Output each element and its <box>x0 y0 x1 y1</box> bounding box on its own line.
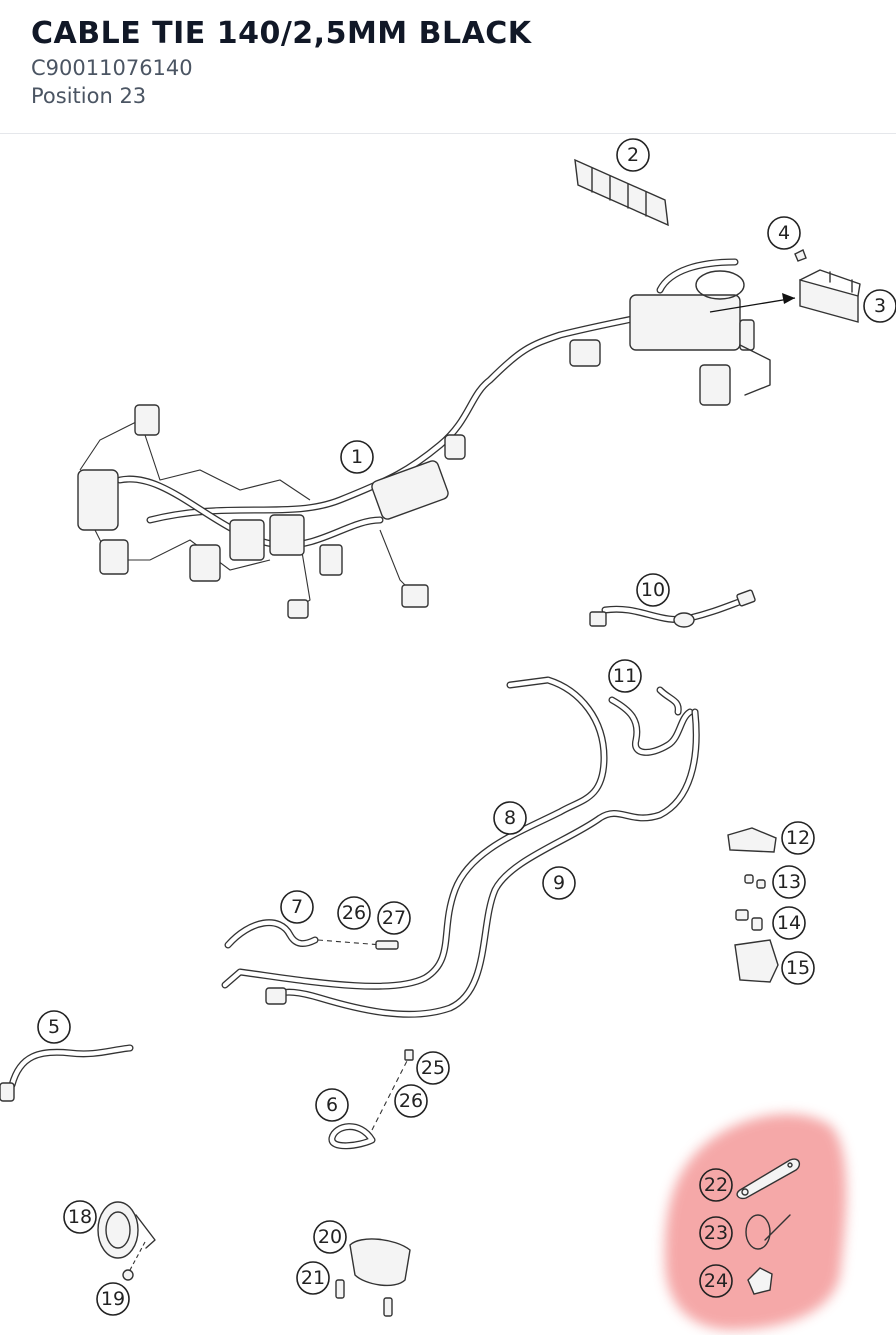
sensor-lead-part[interactable] <box>589 589 756 628</box>
svg-text:18: 18 <box>68 1206 92 1228</box>
svg-text:20: 20 <box>318 1226 342 1248</box>
callout-21[interactable]: 21 <box>296 1261 330 1295</box>
callout-18[interactable]: 18 <box>63 1200 97 1234</box>
svg-text:26: 26 <box>342 902 366 924</box>
cover-20-part[interactable] <box>349 1238 411 1287</box>
small-clip-part[interactable] <box>794 249 807 262</box>
callout-2[interactable]: 2 <box>616 138 650 172</box>
horn-bolt-part[interactable] <box>122 1241 146 1281</box>
callout-11[interactable]: 11 <box>608 659 642 693</box>
callout-3[interactable]: 3 <box>863 289 896 323</box>
callout-20[interactable]: 20 <box>313 1220 347 1254</box>
ignition-lead-part[interactable] <box>0 1044 134 1102</box>
long-cable-9-part[interactable] <box>265 708 700 1018</box>
exploded-parts-diagram: 1 2 3 4 5 6 7 8 9 10 11 12 13 14 15 18 1… <box>0 138 896 1330</box>
svg-text:6: 6 <box>326 1094 338 1116</box>
svg-text:27: 27 <box>382 907 406 929</box>
position-label: Position 23 <box>31 84 147 108</box>
main-wiring-harness[interactable] <box>77 258 796 619</box>
connector-housing-12-part[interactable] <box>727 827 777 853</box>
page-title: CABLE TIE 140/2,5MM BLACK <box>31 16 532 51</box>
callout-27[interactable]: 27 <box>377 901 411 935</box>
svg-text:3: 3 <box>874 295 886 317</box>
screw-21-part[interactable] <box>335 1279 393 1317</box>
callout-24[interactable]: 24 <box>699 1264 733 1298</box>
svg-text:2: 2 <box>627 144 639 166</box>
callout-5[interactable]: 5 <box>37 1010 71 1044</box>
svg-text:5: 5 <box>48 1016 60 1038</box>
svg-text:26: 26 <box>399 1090 423 1112</box>
callout-25[interactable]: 25 <box>416 1051 450 1085</box>
callout-10[interactable]: 10 <box>636 573 670 607</box>
svg-text:8: 8 <box>504 807 516 829</box>
callout-7[interactable]: 7 <box>280 890 314 924</box>
terminal-13-part[interactable] <box>744 874 766 889</box>
svg-text:25: 25 <box>421 1057 445 1079</box>
battery-cable-short-part[interactable] <box>608 686 694 756</box>
callout-4[interactable]: 4 <box>767 216 801 250</box>
svg-text:23: 23 <box>704 1222 728 1244</box>
callout-26-upper[interactable]: 26 <box>337 896 371 930</box>
cable-strap-22-part[interactable] <box>736 1158 801 1200</box>
callout-23-selected[interactable]: 23 <box>699 1216 733 1250</box>
callout-12[interactable]: 12 <box>781 821 815 855</box>
callout-22[interactable]: 22 <box>699 1168 733 1202</box>
svg-text:19: 19 <box>101 1288 125 1310</box>
ground-lead-part[interactable] <box>224 919 399 950</box>
cable-holder-24-part[interactable] <box>747 1267 773 1295</box>
svg-text:22: 22 <box>704 1174 728 1196</box>
svg-text:21: 21 <box>301 1267 325 1289</box>
cable-tie-23-part[interactable] <box>745 1214 791 1250</box>
svg-text:11: 11 <box>613 665 637 687</box>
svg-text:12: 12 <box>786 827 810 849</box>
callout-13[interactable]: 13 <box>772 865 806 899</box>
callout-15[interactable]: 15 <box>781 951 815 985</box>
callout-8[interactable]: 8 <box>493 801 527 835</box>
svg-text:15: 15 <box>786 957 810 979</box>
svg-text:24: 24 <box>704 1270 728 1292</box>
svg-text:9: 9 <box>553 872 565 894</box>
long-cable-8-part[interactable] <box>221 676 608 990</box>
fuse-block-part[interactable] <box>574 158 669 227</box>
svg-text:10: 10 <box>641 579 665 601</box>
callout-1[interactable]: 1 <box>340 440 374 474</box>
svg-text:14: 14 <box>777 912 801 934</box>
selection-highlight <box>664 1113 847 1330</box>
relay-15-part[interactable] <box>734 939 779 983</box>
callout-6[interactable]: 6 <box>315 1088 349 1122</box>
callout-26-lower[interactable]: 26 <box>394 1084 428 1118</box>
part-number: C90011076140 <box>31 56 193 80</box>
svg-text:1: 1 <box>351 446 363 468</box>
sensor-cable-6-part[interactable] <box>328 1049 414 1150</box>
part-header: CABLE TIE 140/2,5MM BLACK C90011076140 P… <box>0 0 896 134</box>
relay-box-part[interactable] <box>799 269 861 323</box>
terminal-14-part[interactable] <box>735 909 763 931</box>
svg-text:4: 4 <box>778 222 790 244</box>
callout-9[interactable]: 9 <box>542 866 576 900</box>
callout-19[interactable]: 19 <box>96 1282 130 1316</box>
svg-text:13: 13 <box>777 871 801 893</box>
callout-14[interactable]: 14 <box>772 906 806 940</box>
horn-part[interactable] <box>97 1201 156 1259</box>
svg-text:7: 7 <box>291 896 303 918</box>
